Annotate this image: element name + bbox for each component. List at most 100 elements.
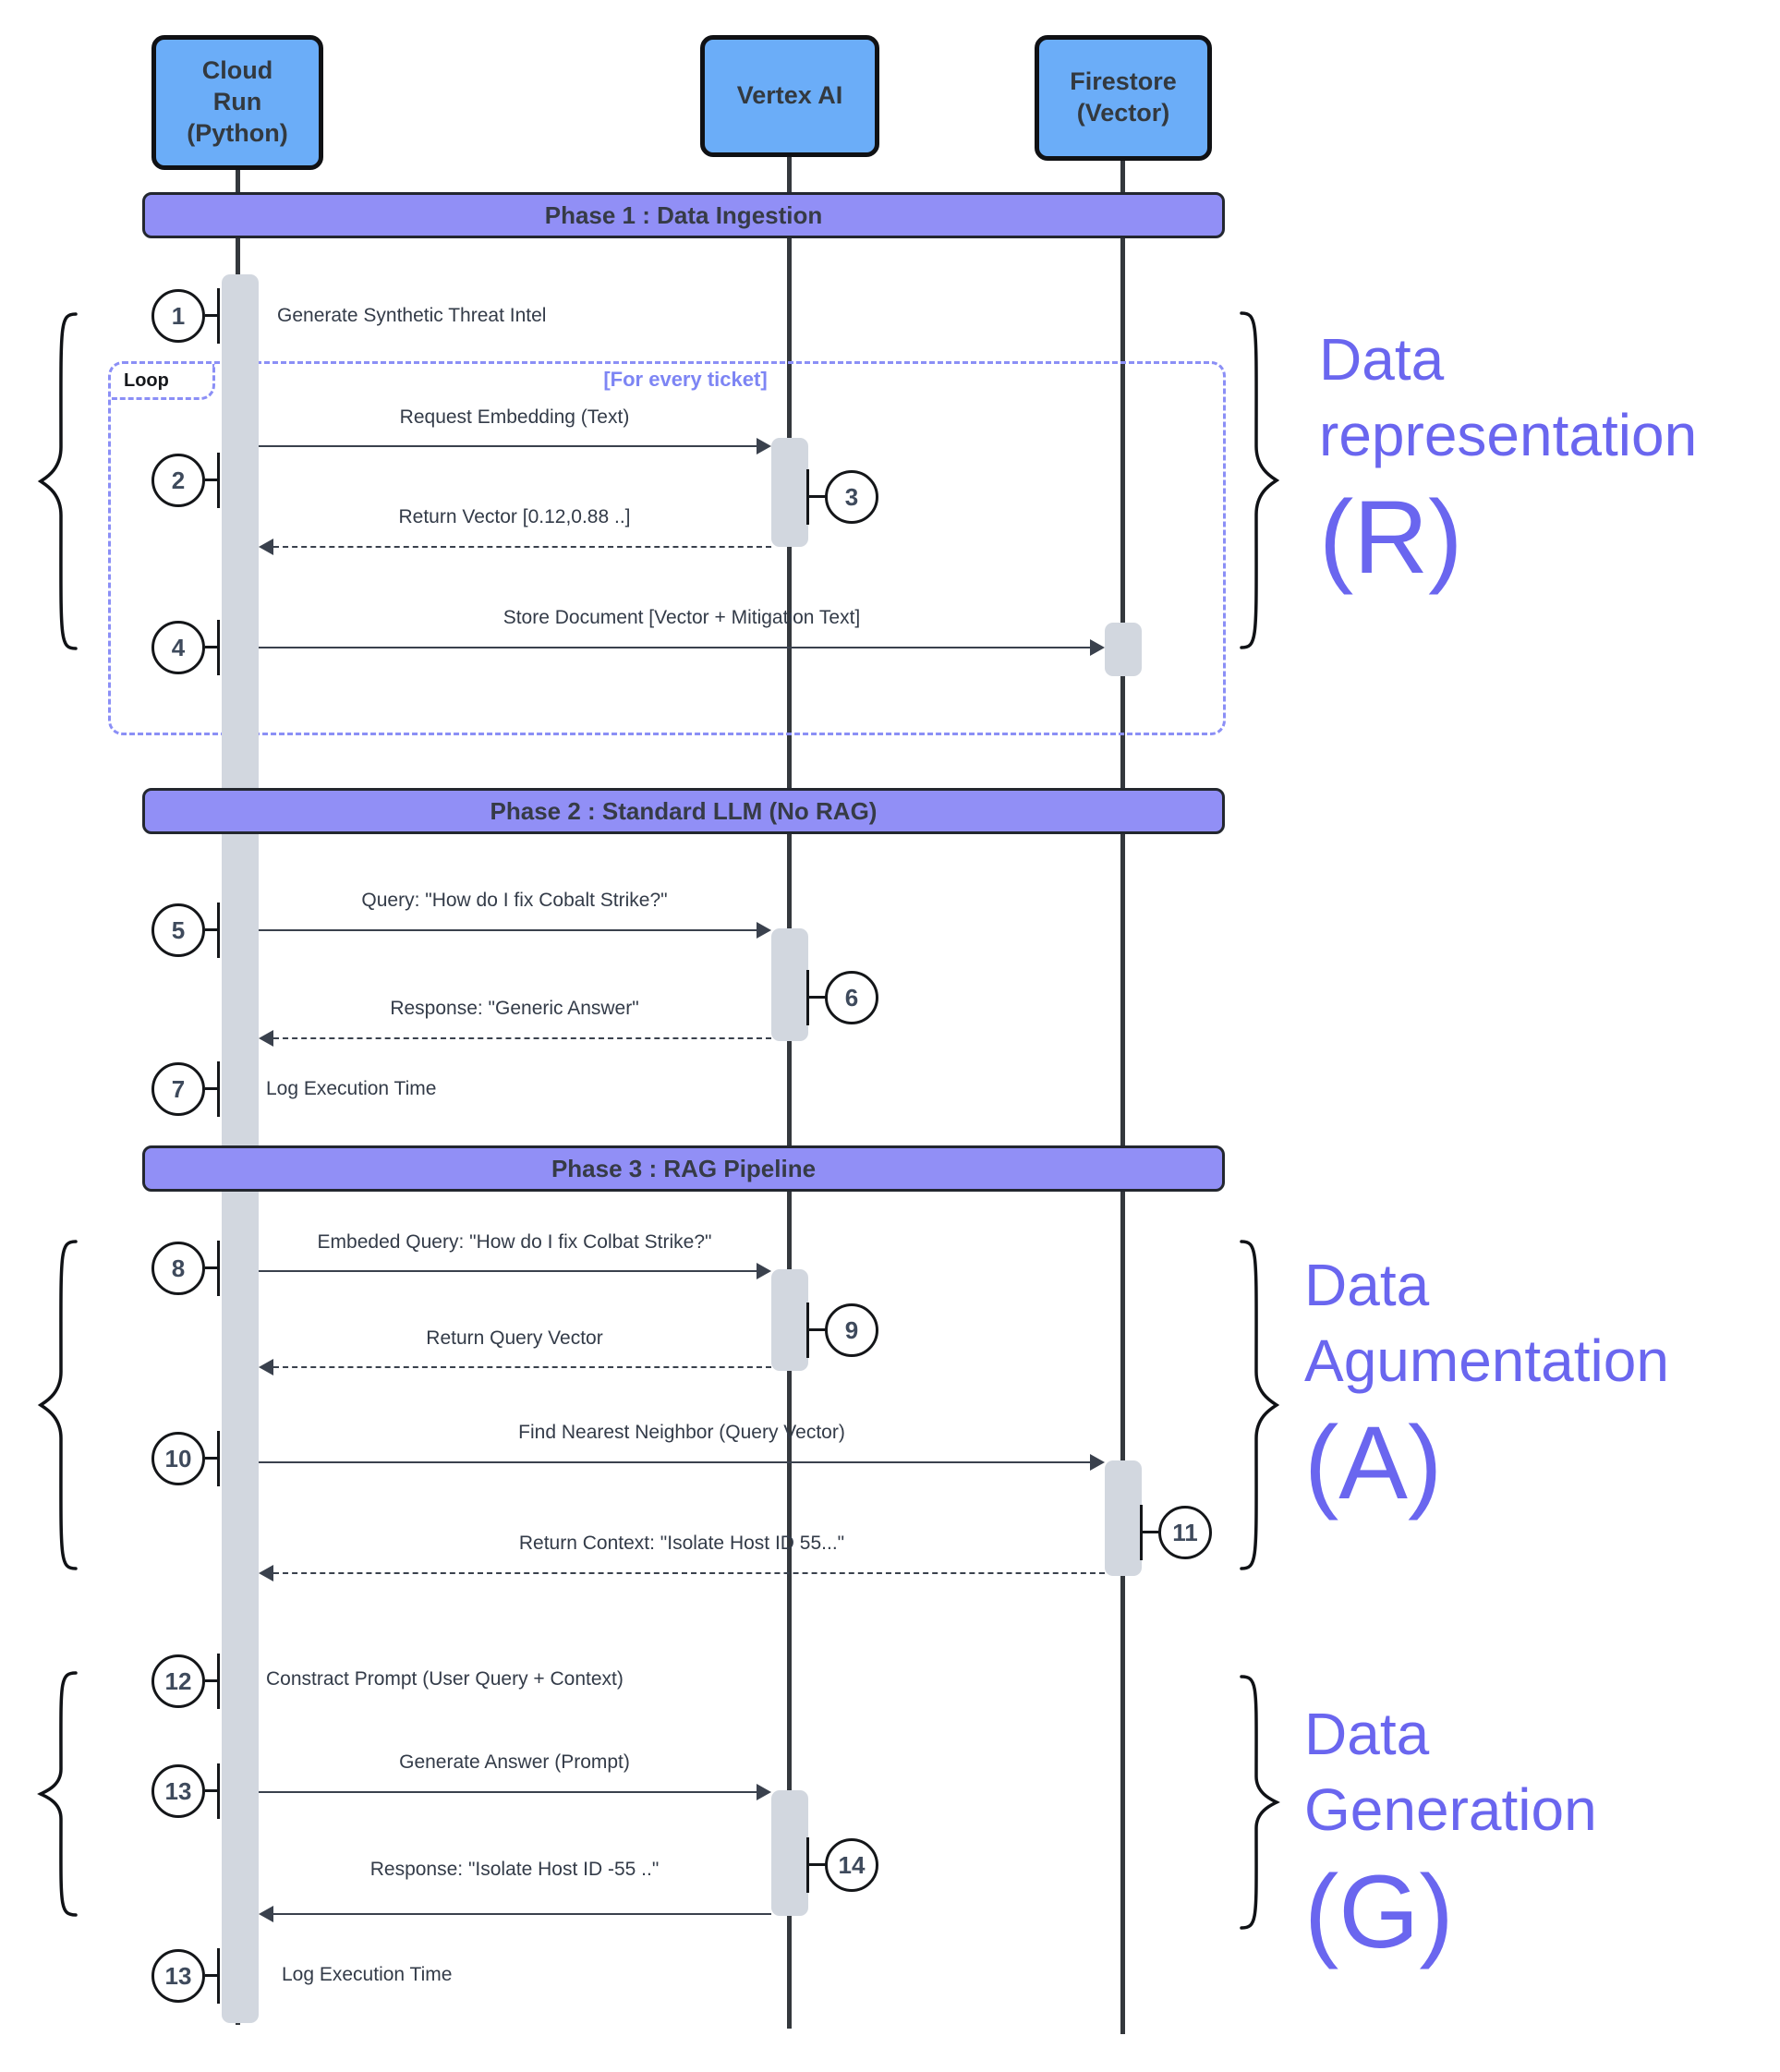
message-return-query-vector: Return Query Vector [426,1327,603,1349]
lifeline-firestore [1120,159,1125,2034]
arrowhead-find-nearest-neighbor [1090,1454,1105,1471]
arrowhead-query [757,922,771,939]
arrow-find-nearest-neighbor [259,1461,1093,1463]
phase-2-banner: Phase 2 : Standard LLM (No RAG) [142,788,1225,834]
arrow-request-embedding [259,445,759,447]
step-13-connector [205,1789,219,1792]
step-circle-10: 10 [151,1432,205,1485]
annotation-data-augmentation: Data Agumentation (A) [1304,1247,1669,1519]
activation-vertex-1 [771,438,808,547]
activation-firestore-1 [1105,623,1142,676]
step-3-connector [809,495,826,498]
step-circle-12: 12 [151,1654,205,1708]
message-generate-answer: Generate Answer (Prompt) [399,1751,630,1773]
actor-cloud-run: Cloud Run (Python) [151,35,323,170]
message-log-execution-1: Log Execution Time [266,1078,437,1099]
step-9-tick [806,1303,809,1358]
step-circle-3: 3 [825,470,878,524]
step-circle-4: 4 [151,621,205,674]
arrowhead-return-query-vector [259,1359,273,1375]
actor-firestore-label: Firestore (Vector) [1070,67,1177,127]
arrow-return-context [273,1572,1105,1574]
step-4-connector [205,646,219,648]
annotation-representation-line2: representation [1319,402,1698,468]
arrow-embedded-query [259,1270,759,1272]
arrow-response-isolate [273,1913,771,1915]
loop-condition: [For every ticket] [603,368,768,391]
step-14-connector [809,1863,826,1866]
message-request-embedding: Request Embedding (Text) [399,406,630,428]
step-14-tick [806,1837,809,1893]
step-13-tick [217,1763,220,1819]
step-1-tick [217,288,220,344]
phase-1-title: Phase 1 : Data Ingestion [544,200,823,229]
arrow-generate-answer [259,1791,759,1793]
step-8-tick [217,1241,220,1296]
step-12-tick [217,1654,220,1709]
annotation-data-generation: Data Generation (G) [1304,1696,1597,1968]
phase-3-banner: Phase 3 : RAG Pipeline [142,1145,1225,1192]
right-brace-representation [1240,311,1280,649]
message-query: Query: "How do I fix Cobalt Strike?" [361,890,668,911]
message-find-nearest-neighbor: Find Nearest Neighbor (Query Vector) [518,1422,845,1443]
step-10-connector [205,1457,219,1460]
arrowhead-response-generic [259,1030,273,1047]
loop-label-text: Loop [124,370,169,391]
arrow-response-generic [273,1037,771,1039]
activation-vertex-2 [771,928,808,1041]
arrow-return-query-vector [273,1366,771,1368]
step-6-tick [806,970,809,1025]
step-2-connector [205,479,219,481]
actor-vertex-ai-label: Vertex AI [736,81,843,110]
step-11-tick [1140,1505,1143,1560]
annotation-representation-abbr: (R) [1319,479,1463,595]
left-brace-augmentation [37,1240,78,1570]
step-11-connector [1143,1531,1159,1533]
phase-1-banner: Phase 1 : Data Ingestion [142,192,1225,238]
step-circle-8: 8 [151,1242,205,1295]
step-9-connector [809,1328,826,1331]
step-15-tick [217,1948,220,2004]
step-3-tick [806,469,809,525]
phase-2-title: Phase 2 : Standard LLM (No RAG) [490,796,878,825]
arrowhead-return-context [259,1565,273,1581]
right-brace-generation [1240,1675,1280,1930]
phase-3-title: Phase 3 : RAG Pipeline [551,1154,817,1182]
message-construct-prompt: Constract Prompt (User Query + Context) [266,1668,624,1690]
loop-label: Loop [111,364,215,400]
step-circle-7: 7 [151,1062,205,1116]
message-store-document: Store Document [Vector + Mitigation Text… [503,607,861,628]
activation-firestore-2 [1105,1460,1142,1576]
activation-vertex-4 [771,1790,808,1916]
step-5-tick [217,903,220,958]
message-log-execution-2: Log Execution Time [282,1964,453,1985]
step-circle-5: 5 [151,903,205,957]
step-7-connector [205,1087,219,1090]
message-embedded-query: Embeded Query: "How do I fix Colbat Stri… [317,1231,712,1253]
annotation-generation-line1: Data [1304,1701,1430,1767]
step-circle-15: 13 [151,1949,205,2003]
step-10-tick [217,1431,220,1486]
step-15-connector [205,1974,219,1977]
arrowhead-store-document [1090,639,1105,656]
step-circle-2: 2 [151,454,205,507]
lifeline-vertex-ai [787,155,792,2029]
step-5-connector [205,928,219,931]
arrow-store-document [259,647,1093,648]
annotation-generation-line2: Generation [1304,1776,1597,1843]
step-4-tick [217,620,220,675]
left-brace-generation [37,1671,78,1917]
step-1-connector [205,314,219,317]
arrow-return-vector [273,546,771,548]
actor-cloud-run-label: Cloud Run (Python) [187,56,288,147]
step-circle-13: 13 [151,1764,205,1818]
actor-vertex-ai: Vertex AI [700,35,879,157]
activation-vertex-3 [771,1269,808,1371]
annotation-generation-abbr: (G) [1304,1854,1454,1969]
step-circle-11: 11 [1158,1506,1212,1559]
step-8-connector [205,1266,219,1269]
message-generate-synthetic: Generate Synthetic Threat Intel [277,305,547,326]
left-brace-representation [37,312,78,650]
step-circle-1: 1 [151,289,205,343]
